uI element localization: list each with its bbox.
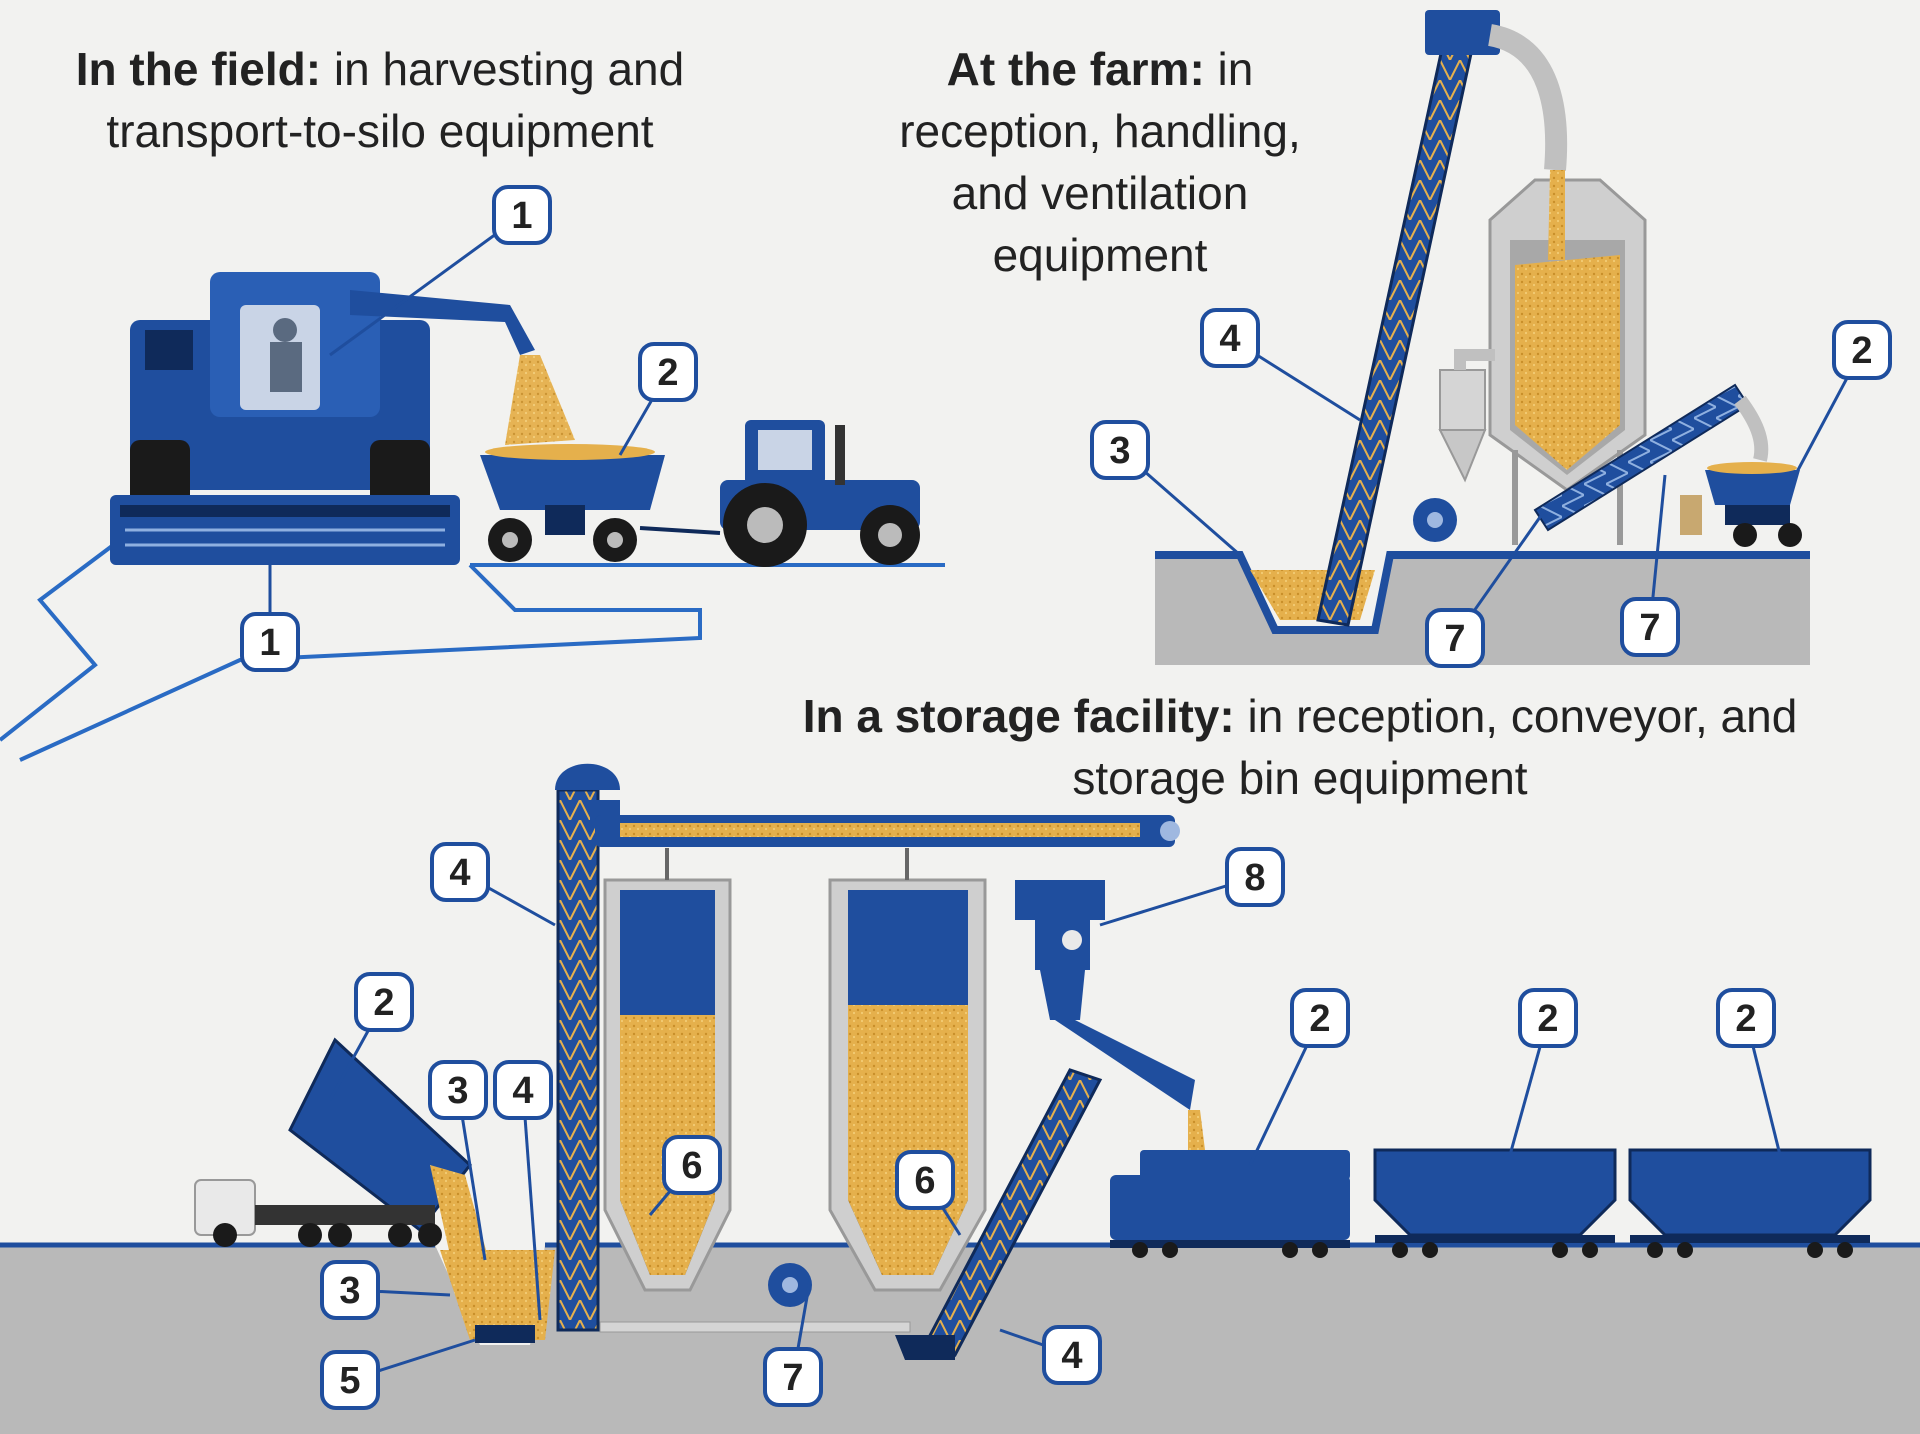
callout-badge xyxy=(320,1350,380,1410)
dryer-icon xyxy=(1015,880,1205,1150)
callout-number: 1 xyxy=(511,195,532,237)
callout-number: 6 xyxy=(914,1160,935,1202)
bucket-elevator-icon xyxy=(555,763,620,1332)
callout-badge xyxy=(320,1260,380,1320)
grain-cart-icon xyxy=(480,444,721,562)
callout-badge xyxy=(1518,988,1578,1048)
callout-badge xyxy=(1042,1325,1102,1385)
callout-number: 2 xyxy=(1735,998,1756,1040)
callout-badge xyxy=(1200,308,1260,368)
caption-storage: In a storage facility: in reception, con… xyxy=(730,685,1870,809)
callout-number: 3 xyxy=(339,1270,360,1312)
auger-conveyor-icon xyxy=(895,1068,1103,1360)
callout-badge xyxy=(1832,320,1892,380)
caption-farm-heading: At the farm: xyxy=(946,43,1205,95)
callout-number: 2 xyxy=(373,982,394,1024)
fan-icon xyxy=(768,1263,812,1307)
callout-number: 2 xyxy=(1537,998,1558,1040)
locomotive-icon xyxy=(1110,1150,1350,1258)
fan-icon xyxy=(1413,498,1457,542)
callout-number: 4 xyxy=(512,1070,533,1112)
callout-badge xyxy=(1290,988,1350,1048)
callout-leader-line xyxy=(329,213,523,357)
callout-badge xyxy=(1716,988,1776,1048)
callout-number: 1 xyxy=(259,622,280,664)
bucket-elevator-icon xyxy=(1316,10,1568,627)
callout-number: 2 xyxy=(657,352,678,394)
field-boundary-line xyxy=(0,538,122,742)
hopper-car-icon xyxy=(1373,1148,1617,1258)
callout-badge xyxy=(354,972,414,1032)
grain-silo-icon xyxy=(828,848,987,1292)
caption-field: In the field: in harvesting and transpor… xyxy=(30,38,730,162)
combine-harvester-icon xyxy=(110,272,575,565)
callout-badge xyxy=(763,1347,823,1407)
callout-number: 6 xyxy=(681,1145,702,1187)
callout-badge xyxy=(492,185,552,245)
field-ground-line xyxy=(19,563,945,762)
callout-badge xyxy=(430,842,490,902)
callout-number: 3 xyxy=(1109,430,1130,472)
callout-badge xyxy=(895,1150,955,1210)
field-scene xyxy=(0,272,945,762)
callout-layer: 1 2 1 4 3 2 7 7 4 2 3 4 3 5 6 6 7 4 8 2 2 2 xyxy=(240,185,1892,1410)
grain-silo-icon xyxy=(1488,178,1647,545)
caption-field-heading: In the field: xyxy=(75,43,322,95)
storage-scene xyxy=(0,763,1920,1434)
grain-silo-icon xyxy=(603,848,732,1292)
caption-field-text: in harvesting and transport-to-silo equi… xyxy=(106,43,685,157)
auger-conveyor-icon xyxy=(595,815,1180,847)
farm-scene xyxy=(1155,10,1810,665)
callout-number: 7 xyxy=(782,1357,803,1399)
callout-number: 7 xyxy=(1444,618,1465,660)
auger-conveyor-icon xyxy=(1533,383,1769,532)
bottom-conveyor xyxy=(599,1321,911,1333)
callout-number: 3 xyxy=(447,1070,468,1112)
callout-number: 2 xyxy=(1851,330,1872,372)
callout-badge xyxy=(240,612,300,672)
callout-number: 5 xyxy=(339,1360,360,1402)
caption-storage-heading: In a storage facility: xyxy=(802,690,1235,742)
callout-badge xyxy=(428,1060,488,1120)
callout-badge xyxy=(1620,597,1680,657)
caption-storage-text: in reception, conveyor, and storage bin … xyxy=(1072,690,1798,804)
callout-number: 2 xyxy=(1309,998,1330,1040)
callout-badge xyxy=(1225,847,1285,907)
callout-badge xyxy=(493,1060,553,1120)
dump-truck-icon xyxy=(194,1037,500,1300)
pit-conveyor xyxy=(475,1325,535,1343)
callout-number: 4 xyxy=(1219,318,1240,360)
callout-badge xyxy=(662,1135,722,1195)
grain-cart-icon xyxy=(1680,462,1802,547)
callout-badge xyxy=(1090,420,1150,480)
caption-farm-text: in reception, handling, and ventilation … xyxy=(899,43,1301,281)
callout-number: 4 xyxy=(1061,1335,1082,1377)
caption-farm: At the farm: in reception, handling, and… xyxy=(860,38,1340,286)
tractor-icon xyxy=(720,420,920,567)
callout-leader-line xyxy=(521,1089,542,1321)
dryer-icon xyxy=(1438,349,1495,483)
callout-number: 8 xyxy=(1244,857,1265,899)
callout-number: 4 xyxy=(449,852,470,894)
callout-number: 7 xyxy=(1639,607,1660,649)
hopper-car-icon xyxy=(1628,1148,1872,1258)
callout-badge xyxy=(1425,608,1485,668)
callout-badge xyxy=(638,342,698,402)
